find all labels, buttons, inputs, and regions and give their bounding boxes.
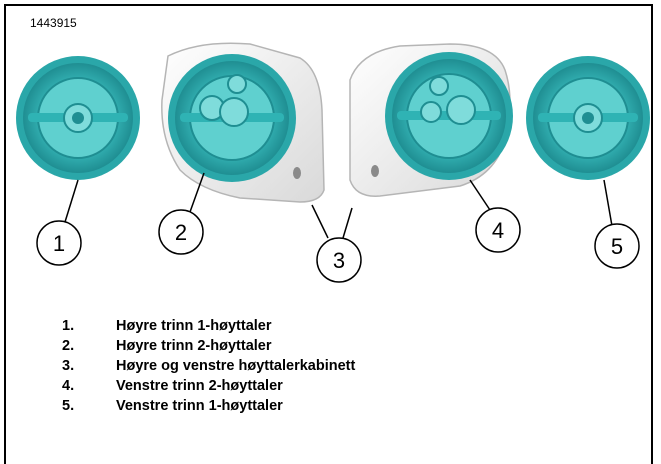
callout-label: 5 (611, 234, 623, 259)
callout-5: 5 (594, 223, 640, 269)
speaker-2 (168, 54, 296, 182)
legend-item: 5. Venstre trinn 1-høyttaler (62, 396, 355, 416)
speaker-1 (16, 56, 140, 180)
legend-number: 1. (62, 318, 75, 334)
cabinet-port (371, 165, 379, 177)
legend-number: 2. (62, 338, 75, 354)
leader-lines (64, 172, 613, 239)
speaker-5 (526, 56, 650, 180)
cabinet-port (293, 167, 301, 179)
legend-item: 4. Venstre trinn 2-høyttaler (62, 376, 355, 396)
callout-4: 4 (475, 207, 521, 253)
legend-number: 4. (62, 378, 75, 394)
legend-text: Venstre trinn 2-høyttaler (116, 378, 283, 394)
callout-label: 4 (492, 218, 504, 243)
speaker-illustration: 1 2 3 4 5 (16, 42, 650, 283)
callout-3: 3 (316, 237, 362, 283)
callout-label: 3 (333, 248, 345, 273)
speaker-4 (385, 52, 513, 180)
legend-item: 2. Høyre trinn 2-høyttaler (62, 336, 355, 356)
legend-text: Venstre trinn 1-høyttaler (116, 398, 283, 414)
callout-label: 1 (53, 231, 65, 256)
legend-list: 1. Høyre trinn 1-høyttaler 2. Høyre trinn … (62, 316, 355, 416)
figure-id: 1443915 (30, 16, 77, 30)
legend-text: Høyre og venstre høyttalerkabinett (116, 358, 356, 374)
legend-number: 5. (62, 398, 75, 414)
legend-item: 3. Høyre og venstre høyttalerkabinett (62, 356, 355, 376)
legend-number: 3. (62, 358, 75, 374)
callout-1: 1 (36, 220, 82, 266)
figure-frame (4, 4, 653, 464)
legend-text: Høyre trinn 2-høyttaler (116, 338, 272, 354)
callout-label: 2 (175, 220, 187, 245)
legend-item: 1. Høyre trinn 1-høyttaler (62, 316, 355, 336)
legend-text: Høyre trinn 1-høyttaler (116, 318, 272, 334)
callout-2: 2 (158, 209, 204, 255)
